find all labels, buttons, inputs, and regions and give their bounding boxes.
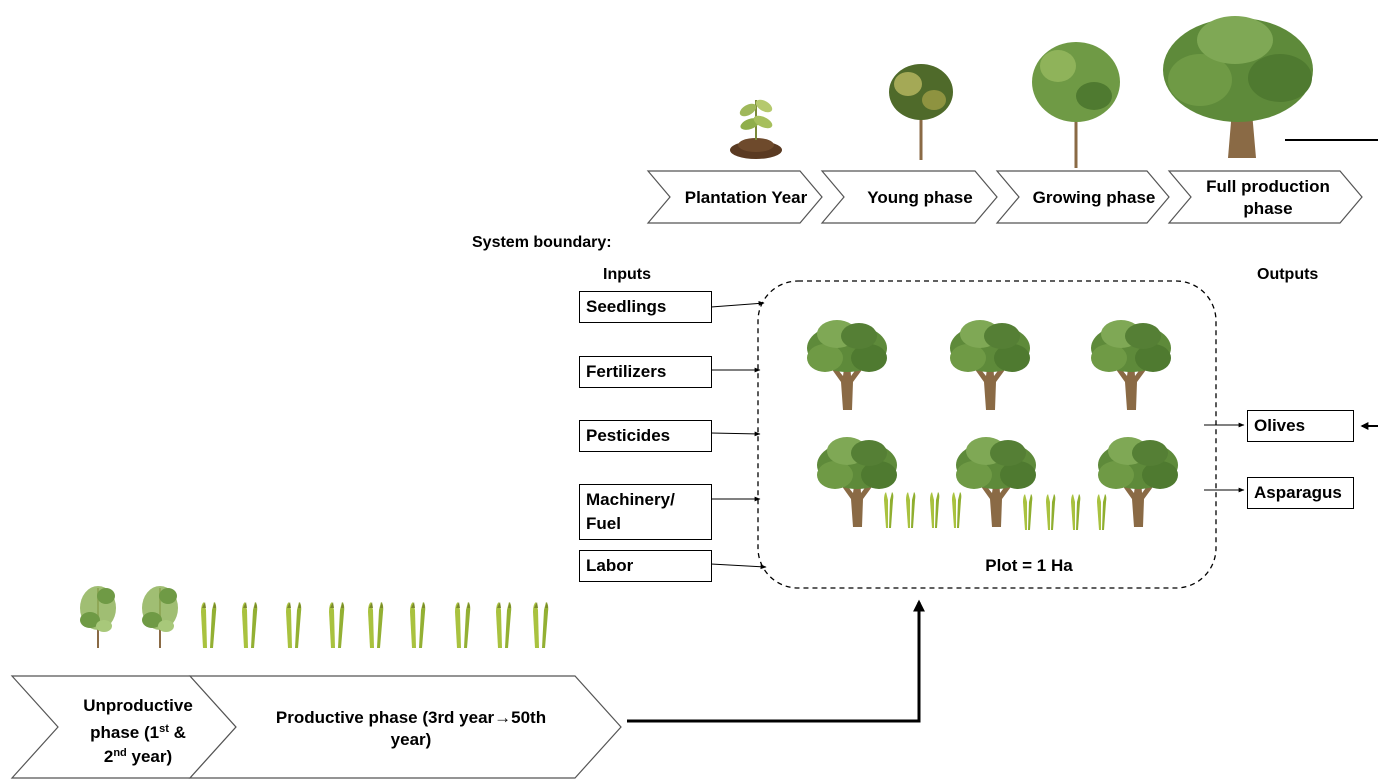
olive-tree-1 [807,320,887,410]
top-phase-2-label: Young phase [867,188,972,207]
chevron-productive [188,675,622,779]
output-asparagus-label: Asparagus [1254,483,1342,502]
plot-trees [807,320,1178,527]
chevron-plantation-year [646,170,823,224]
output-arrows [1204,422,1245,493]
young-tree-image [889,64,953,160]
chevron-full-production [1167,170,1363,224]
productive-phase-connector [627,599,925,723]
inputs-heading: Inputs [603,266,651,283]
top-phase-4-label-line1: Full production [1206,177,1330,196]
input-seedlings: Seedlings [579,291,712,323]
output-olives: Olives [1247,410,1354,442]
full-tree-image [1163,16,1313,158]
unproductive-label-line3: 2nd year) [104,747,172,766]
olive-tree-2 [950,320,1030,410]
unproductive-label-line1: Unproductive [83,696,193,715]
system-boundary-label: System boundary: [472,234,612,251]
top-phase-4-label-line2: phase [1243,199,1292,218]
input-labor: Labor [579,550,712,582]
input-machinery-fuel: Machinery/ Fuel [579,484,712,540]
input-pesticides: Pesticides [579,420,712,452]
bottom-phase-chevrons [10,675,622,779]
input-labor-label: Labor [586,556,634,575]
top-phase-chevrons [646,170,1363,224]
top-phase-3-label: Growing phase [1033,188,1156,207]
top-phase-1-label: Plantation Year [685,188,808,207]
input-fertilizers: Fertilizers [579,356,712,388]
bottom-saplings [79,585,179,649]
chevron-growing-phase [995,170,1170,224]
seedling-soil-image [730,99,782,159]
output-asparagus: Asparagus [1247,477,1354,509]
growing-tree-image [1032,42,1120,168]
input-seedlings-label: Seedlings [586,297,667,316]
bottom-asparagus [201,602,549,648]
input-machinery-label: Machinery/ [586,490,675,509]
productive-label-line2: year) [391,730,432,749]
olive-tree-6 [1098,437,1178,527]
unproductive-label-line2: phase (1st & [90,723,186,742]
chevron-young-phase [820,170,998,224]
input-arrows [710,301,767,570]
olive-tree-3 [1091,320,1171,410]
input-pesticides-label: Pesticides [586,426,671,445]
productive-label-line1: Productive phase (3rd year→50th [276,708,546,727]
input-fuel-label: Fuel [586,514,621,533]
outputs-heading: Outputs [1257,266,1319,283]
input-fertilizers-label: Fertilizers [586,362,667,381]
full-production-connector [1285,139,1378,430]
output-olives-label: Olives [1254,416,1306,435]
system-boundary-box [757,280,1217,589]
plot-label: Plot = 1 Ha [985,556,1073,575]
